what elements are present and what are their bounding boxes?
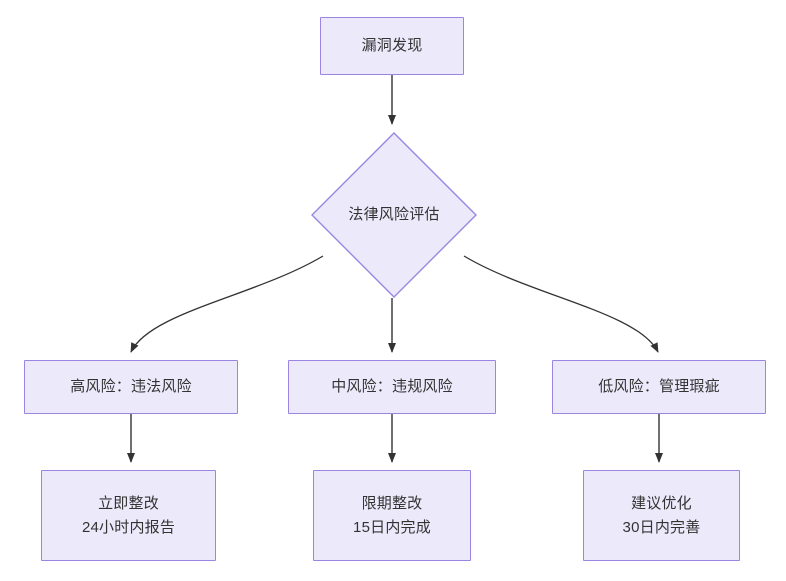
node-high-risk-action[interactable]: 立即整改 24小时内报告 [41,470,216,561]
edge-assess-to-low [463,255,659,353]
diamond-shape-icon [311,132,477,298]
node-label: 限期整改 15日内完成 [353,495,431,536]
node-low-risk-action[interactable]: 建议优化 30日内完善 [583,470,740,561]
node-label: 高风险：违法风险 [70,378,192,396]
node-vulnerability-discovery[interactable]: 漏洞发现 [320,17,464,75]
node-label: 法律风险评估 [348,206,440,224]
node-label: 中风险：违规风险 [331,378,453,396]
node-low-risk[interactable]: 低风险：管理瑕疵 [552,360,766,414]
edge-assess-to-high [130,255,324,353]
node-medium-risk[interactable]: 中风险：违规风险 [288,360,496,414]
node-label: 建议优化 30日内完善 [622,495,701,536]
node-label: 漏洞发现 [361,37,423,55]
node-medium-risk-action[interactable]: 限期整改 15日内完成 [313,470,471,561]
node-legal-risk-assessment[interactable]: 法律风险评估 [311,132,477,298]
node-high-risk[interactable]: 高风险：违法风险 [24,360,238,414]
node-label: 立即整改 24小时内报告 [81,495,176,536]
node-label: 低风险：管理瑕疵 [598,378,720,396]
